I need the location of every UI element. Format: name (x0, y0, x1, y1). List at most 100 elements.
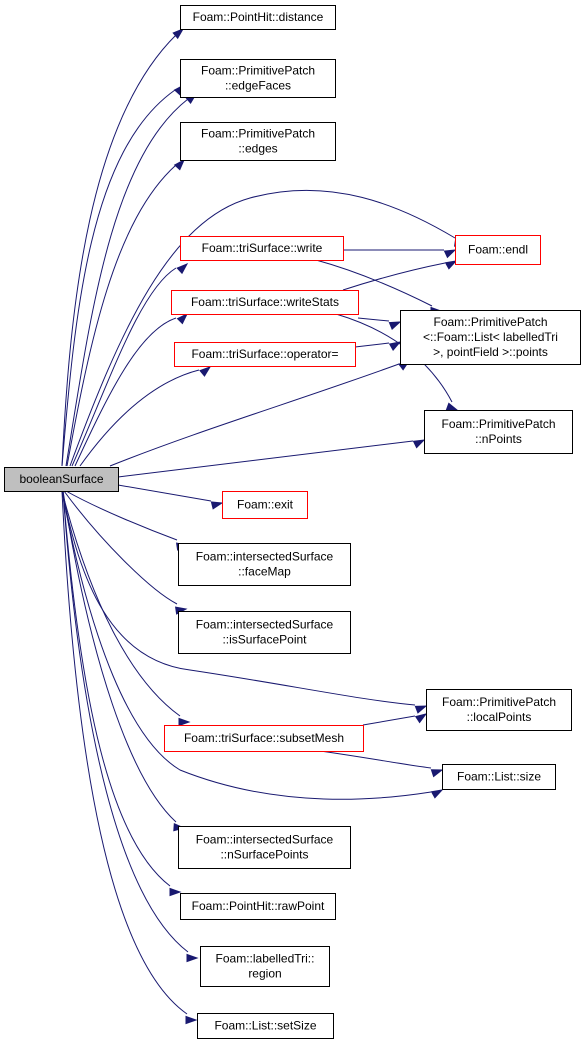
edge-line (117, 484, 212, 502)
node-list-setsize[interactable]: Foam::List::setSize (197, 1013, 334, 1039)
node-primitivepatch-npoints[interactable]: Foam::PrimitivePatch::nPoints (424, 410, 573, 454)
edge-e-region (62, 490, 199, 963)
edge-e-localpoints (61, 490, 428, 714)
edge-e-writestats-endl (342, 260, 458, 291)
node-label: ::nPoints (475, 432, 522, 446)
node-intersectedsurface-facemap[interactable]: Foam::intersectedSurface::faceMap (178, 543, 351, 586)
node-box (180, 59, 336, 98)
node-label: Foam::intersectedSurface (196, 618, 334, 632)
node-box (400, 310, 581, 365)
edge-e-edgefaces-1 (61, 83, 186, 467)
node-label: Foam::PrimitivePatch (433, 315, 547, 329)
edge-line (362, 715, 416, 726)
arrowhead-icon (169, 887, 182, 897)
edge-line (342, 262, 446, 291)
node-trisurface-write[interactable]: Foam::triSurface::write (180, 236, 344, 261)
arrowhead-icon (444, 260, 458, 270)
node-box (424, 410, 573, 454)
node-label: Foam::triSurface::writeStats (191, 295, 339, 309)
node-label: ::nSurfacePoints (220, 848, 308, 862)
edge-e-rawpoint (62, 490, 182, 897)
node-pointhit-rawpoint[interactable]: Foam::PointHit::rawPoint (180, 893, 336, 920)
node-box (455, 235, 541, 265)
edge-line (61, 490, 416, 706)
node-box (180, 236, 344, 261)
edge-line (109, 363, 400, 467)
node-label: Foam::triSurface::subsetMesh (184, 731, 344, 745)
node-box (180, 5, 336, 30)
node-primitivepatch-edgefaces[interactable]: Foam::PrimitivePatch::edgeFaces (180, 59, 336, 98)
node-label: ::edgeFaces (225, 79, 291, 93)
edge-line (61, 490, 188, 1015)
edge-line (61, 490, 432, 800)
edge-e-points (109, 360, 411, 467)
arrowhead-icon (210, 501, 224, 510)
node-box (180, 122, 336, 161)
node-label: booleanSurface (19, 472, 103, 486)
edge-e-distance (61, 28, 185, 467)
arrowhead-icon (430, 769, 444, 778)
node-label: ::edges (238, 142, 277, 156)
node-primitivepatch-points[interactable]: Foam::PrimitivePatch<::Foam::List< label… (400, 310, 581, 365)
node-label: Foam::PrimitivePatch (201, 64, 315, 78)
node-intersectedsurface-nsurfacepoints[interactable]: Foam::intersectedSurface::nSurfacePoints (178, 826, 351, 869)
node-box (178, 611, 351, 654)
edge-e-edges (66, 158, 186, 467)
node-label: Foam::triSurface::operator= (191, 347, 338, 361)
node-label: Foam::PrimitivePatch (442, 695, 556, 709)
edge-line (65, 490, 178, 541)
node-box (178, 543, 351, 586)
node-trisurface-writestats[interactable]: Foam::triSurface::writeStats (171, 290, 359, 315)
edge-line (71, 267, 177, 467)
node-box (180, 893, 336, 920)
edge-e-size (61, 490, 444, 800)
node-booleanSurface[interactable]: booleanSurface (4, 467, 119, 492)
arrowhead-icon (186, 953, 199, 963)
edges (61, 28, 467, 1025)
edge-e-write-endl (343, 249, 457, 259)
arrowhead-icon (388, 321, 402, 330)
arrowhead-icon (185, 1015, 198, 1025)
arrowhead-icon (176, 262, 189, 275)
node-box (222, 491, 308, 519)
node-trisurface-subsetmesh[interactable]: Foam::triSurface::subsetMesh (164, 725, 364, 752)
node-label: Foam::PointHit::rawPoint (192, 899, 325, 913)
arrowhead-icon (412, 439, 426, 449)
node-label: Foam::exit (237, 498, 294, 512)
node-primitivepatch-edges[interactable]: Foam::PrimitivePatch::edges (180, 122, 336, 161)
node-label: >, pointField >::points (433, 345, 548, 359)
node-box (200, 946, 330, 987)
node-intersectedsurface-issurfacepoint[interactable]: Foam::intersectedSurface::isSurfacePoint (178, 611, 351, 654)
node-box (426, 689, 572, 731)
node-box (4, 467, 119, 492)
node-labelledtri-region[interactable]: Foam::labelledTri::region (200, 946, 330, 987)
arrowhead-icon (414, 705, 428, 714)
edge-line (61, 34, 177, 467)
node-label: Foam::PrimitivePatch (201, 127, 315, 141)
edge-line (357, 317, 390, 322)
arrowhead-icon (414, 713, 428, 724)
edge-line (315, 259, 433, 307)
node-label: Foam::labelledTri:: (216, 952, 315, 966)
edge-line (117, 440, 414, 478)
edge-line (79, 369, 200, 467)
node-trisurface-operator[interactable]: Foam::triSurface::operator= (174, 342, 356, 367)
edge-line (65, 98, 189, 467)
edge-line (62, 490, 189, 953)
node-label: Foam::List::size (457, 770, 541, 784)
edge-e-write (71, 262, 189, 467)
edge-line (74, 317, 177, 467)
arrowhead-icon (388, 341, 402, 351)
node-primitivepatch-localpoints[interactable]: Foam::PrimitivePatch::localPoints (426, 689, 572, 731)
node-list-size[interactable]: Foam::List::size (442, 764, 556, 790)
node-label: ::localPoints (467, 710, 532, 724)
edge-e-subsetmesh-size (319, 750, 444, 778)
node-exit[interactable]: Foam::exit (222, 491, 308, 519)
edge-line (354, 342, 390, 348)
arrowhead-icon (199, 366, 212, 377)
node-endl[interactable]: Foam::endl (455, 235, 541, 265)
node-pointhit-distance[interactable]: Foam::PointHit::distance (180, 5, 336, 30)
edge-line (63, 490, 178, 605)
edge-line (61, 490, 181, 717)
